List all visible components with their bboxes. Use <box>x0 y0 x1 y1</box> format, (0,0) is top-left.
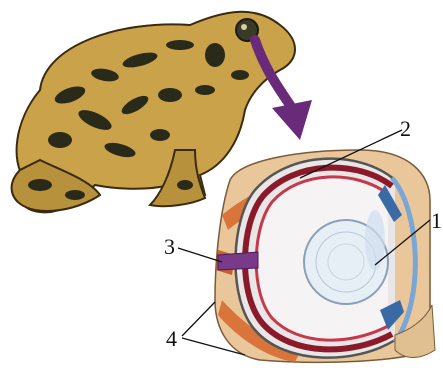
leader-line-4a <box>182 302 215 336</box>
optic-nerve <box>218 252 258 270</box>
label-1: 1 <box>431 210 442 232</box>
label-2: 2 <box>400 118 411 140</box>
label-4: 4 <box>166 328 177 350</box>
label-3: 3 <box>164 236 175 258</box>
leader-line-3 <box>178 248 222 262</box>
eye-cross-section <box>215 150 435 362</box>
